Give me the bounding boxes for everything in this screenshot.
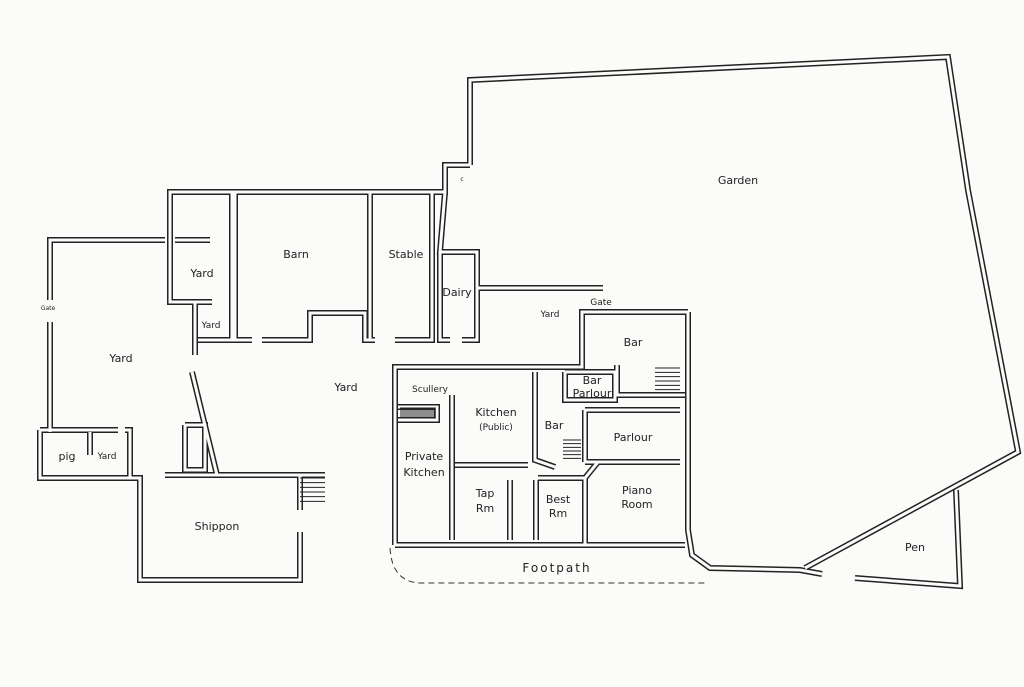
wall-fill [168, 240, 212, 304]
label-piano-room: Piano [622, 484, 652, 497]
wall [685, 312, 823, 577]
footpath-line [389, 547, 705, 584]
walls [37, 53, 1022, 590]
wall-fill [38, 430, 302, 582]
label-tap-rm: Tap [475, 487, 495, 500]
label-best-rm-2: Rm [549, 507, 567, 520]
label-yard-center: Yard [333, 381, 357, 394]
wall [182, 422, 208, 473]
label-yard-small-upper: Yard [189, 267, 213, 280]
wall-fill [262, 311, 375, 342]
label-pig: pig [58, 450, 75, 463]
label-pen: Pen [905, 541, 925, 554]
label-private-kitchen: Private [405, 450, 444, 463]
label-stable: Stable [389, 248, 424, 261]
wall [47, 237, 165, 300]
label-shippon: Shippon [195, 520, 240, 533]
wall [614, 365, 685, 398]
wall-fill [168, 163, 470, 240]
wall-fill [533, 372, 556, 469]
label-barn: Barn [283, 248, 309, 261]
wall-fill [48, 238, 165, 300]
wall-fill [438, 191, 479, 342]
label-bar-inner: Bar [545, 419, 564, 432]
wall [167, 162, 470, 240]
label-tap-rm-2: Rm [476, 502, 494, 515]
label-gate-left: Gate [41, 305, 56, 312]
wall-fill [438, 252, 450, 342]
wall [854, 489, 964, 590]
wall [37, 430, 303, 583]
label-garden: Garden [718, 174, 758, 187]
wall-fill [395, 192, 434, 342]
label-parlour: Parlour [614, 431, 653, 444]
label-closet: c [460, 176, 463, 183]
label-dairy: Dairy [442, 286, 472, 299]
label-footpath: Footpath [522, 561, 591, 575]
label-private-kitchen-2: Kitchen [403, 466, 444, 479]
label-yard-right: Yard [539, 310, 559, 320]
wall-fill [468, 55, 1020, 570]
label-yard-pig: Yard [96, 452, 116, 462]
wall-fill [686, 312, 823, 576]
wall-fill [398, 405, 439, 422]
wall [395, 192, 435, 343]
label-bar-parlour: Bar [583, 374, 602, 387]
label-bar-parlour-2: Parlour [573, 387, 612, 400]
wall-fill [125, 428, 132, 478]
wall-fill [393, 310, 688, 545]
label-kitchen-public-sub: (Public) [479, 423, 513, 433]
label-best-rm: Best [546, 493, 571, 506]
wall-fill [183, 423, 207, 472]
wall-fill [583, 461, 600, 545]
label-bar-top: Bar [624, 336, 643, 349]
wall-fill [563, 370, 617, 402]
label-piano-room-2: Room [621, 498, 652, 511]
label-kitchen-public: Kitchen [475, 406, 516, 419]
wall-fill [615, 365, 685, 397]
label-gate-right: Gate [590, 298, 612, 308]
label-yard-small-lower: Yard [200, 321, 220, 331]
wall [436, 191, 480, 343]
label-yard-left: Yard [108, 352, 132, 365]
wall [262, 310, 375, 343]
label-scullery: Scullery [412, 385, 449, 395]
wall-fill [854, 489, 962, 588]
